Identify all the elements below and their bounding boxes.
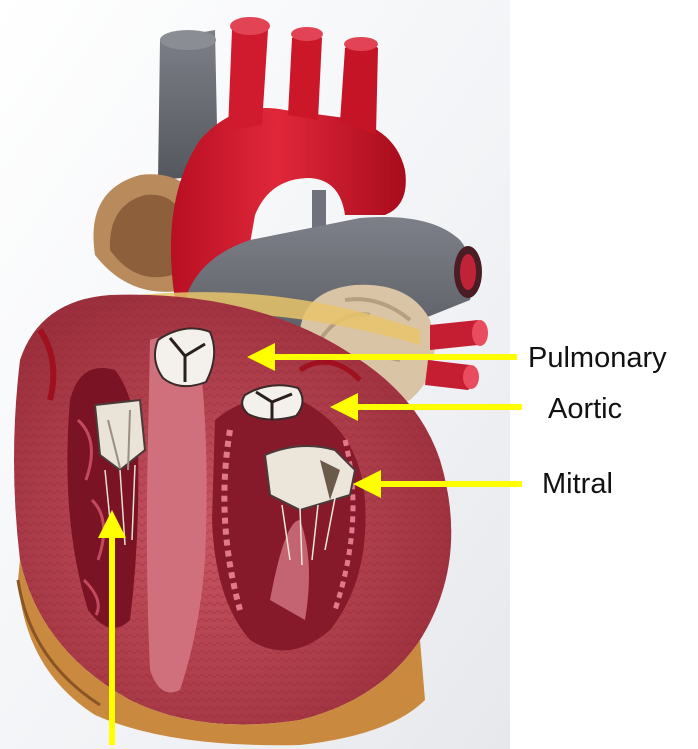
left-subclavian-artery bbox=[340, 41, 378, 135]
brachiocephalic-artery bbox=[228, 22, 268, 130]
label-mitral: Mitral bbox=[542, 470, 613, 499]
label-aortic: Aortic bbox=[548, 395, 622, 424]
pulmonary-valve bbox=[155, 328, 214, 386]
left-carotid-artery bbox=[288, 31, 322, 120]
label-pulmonary: Pulmonary bbox=[528, 344, 667, 373]
